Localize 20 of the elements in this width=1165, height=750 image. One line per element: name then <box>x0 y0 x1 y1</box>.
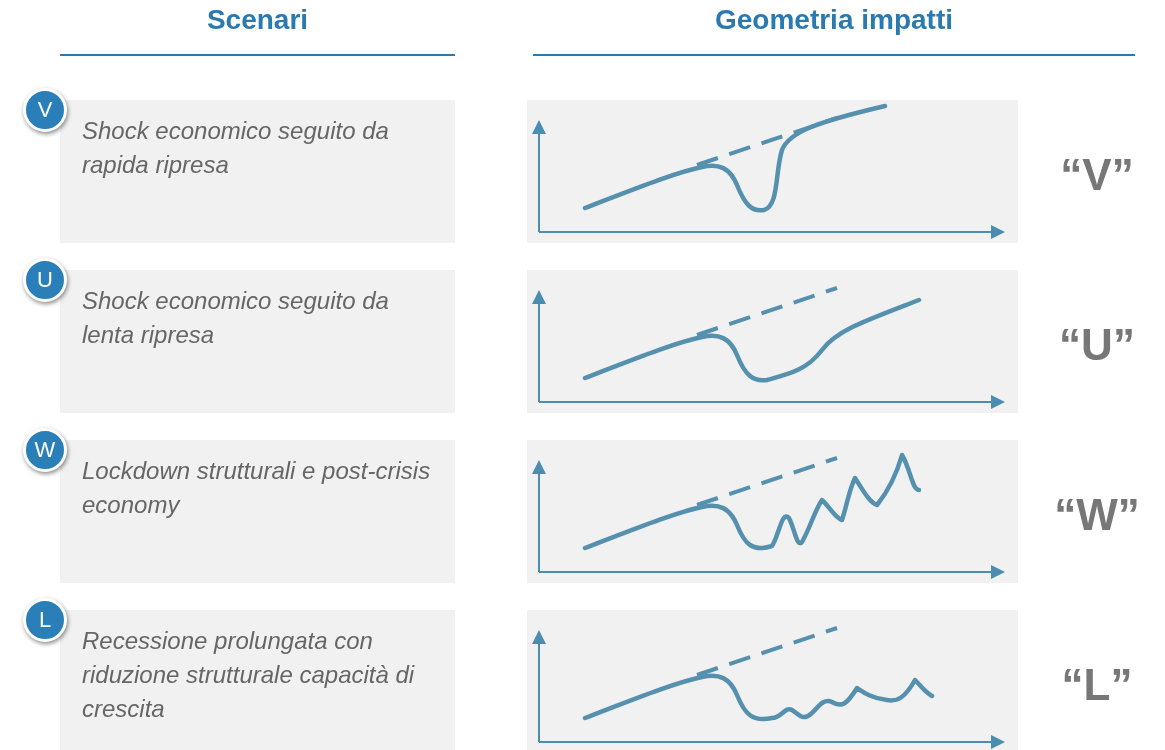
scenario-card <box>60 440 455 583</box>
letter-badge: V <box>23 88 67 132</box>
column-heading: Scenari <box>205 4 310 36</box>
letter-badge: L <box>23 598 67 642</box>
letter-badge: U <box>23 258 67 302</box>
scenario-text: Lockdown strutturali e post-crisis economy <box>82 456 432 520</box>
scenario-label: “V” <box>1059 150 1135 200</box>
scenario-text: Shock economico seguito da lenta ripresa <box>82 286 390 350</box>
chart-panel <box>527 610 1018 750</box>
chart-panel <box>527 270 1018 413</box>
scenario-label: “W” <box>1053 490 1141 540</box>
letter-badge: W <box>23 428 67 472</box>
scenario-card <box>60 100 455 243</box>
scenario-card <box>60 270 455 413</box>
scenario-card <box>60 610 455 750</box>
scenario-text: Recessione prolungata con riduzione strutturale capacità di crescita <box>82 626 416 724</box>
scenario-label: “L” <box>1060 660 1134 710</box>
scenario-text: Shock economico seguito da rapida ripresa <box>82 116 390 180</box>
scenario-label: “U” <box>1058 320 1136 370</box>
column-heading: Geometria impatti <box>713 4 955 36</box>
